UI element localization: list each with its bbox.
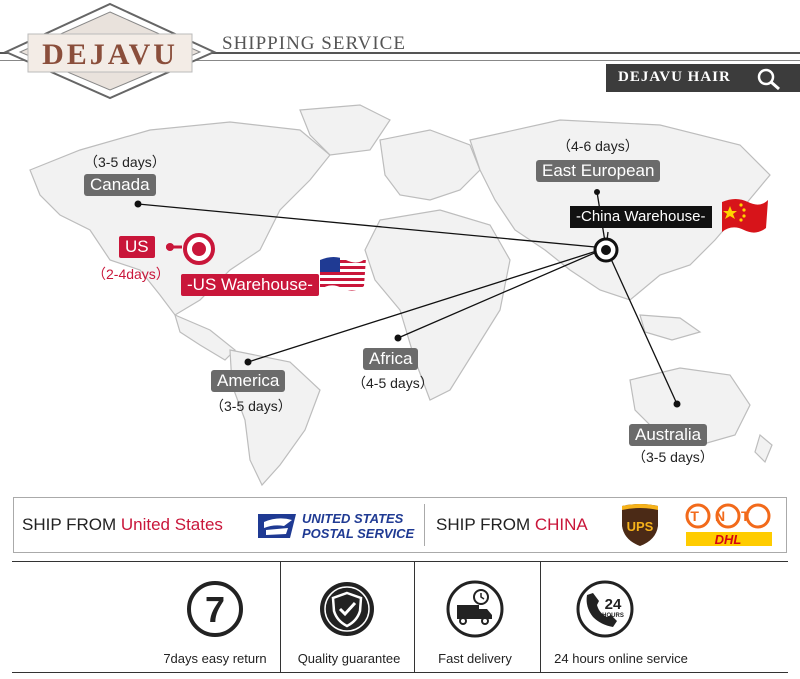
seven-icon: 7: [187, 581, 243, 637]
ups-text: UPS: [627, 519, 654, 534]
logo-badge: DEJAVU: [3, 2, 217, 100]
us-flag-icon: [320, 257, 366, 291]
ship-from-china: SHIP FROM CHINA: [436, 515, 588, 535]
header-rule-top: [0, 52, 800, 54]
tnt-text: TNT: [690, 508, 765, 524]
africa-label: Africa: [363, 348, 419, 370]
east-european-label: East European: [536, 160, 661, 182]
ship-from-china-country: CHINA: [534, 515, 588, 534]
feature-divider: [414, 562, 415, 672]
america-label: America: [211, 370, 286, 392]
hours-glyph: 24: [605, 596, 622, 613]
service-features: 7 7days easy return Quality guarantee Fa…: [12, 561, 788, 673]
us-label: US: [119, 236, 155, 258]
ship-from-us-prefix: SHIP FROM: [22, 515, 121, 534]
usps-line2: POSTAL SERVICE: [302, 526, 415, 541]
canada-days: （3-5 days）: [84, 154, 166, 170]
ship-from-us: SHIP FROM United States: [22, 515, 223, 535]
brand-tab-label: DEJAVU HAIR: [618, 69, 731, 85]
feature-label-delivery: Fast delivery: [438, 651, 512, 666]
brand-tab: DEJAVU HAIR: [606, 64, 800, 92]
usps-logo-icon: UNITED STATES POSTAL SERVICE: [258, 511, 415, 541]
america-days: （3-5 days）: [210, 398, 292, 414]
shipbar-divider: [424, 504, 425, 546]
route-lines: [134, 189, 681, 408]
phone-24-icon: 24 HOURS: [576, 580, 634, 638]
header-rule-bottom: [0, 60, 800, 61]
search-icon: [757, 68, 780, 91]
feature-label-quality: Quality guarantee: [297, 651, 401, 666]
delivery-truck-icon: [446, 580, 504, 638]
australia-days: （3-5 days）: [632, 449, 714, 465]
feature-label-return: 7days easy return: [163, 651, 267, 666]
ship-from-china-prefix: SHIP FROM: [436, 515, 535, 534]
australia-label: Australia: [629, 424, 708, 446]
shipping-carriers-bar: SHIP FROM United States UNITED STATES PO…: [13, 497, 787, 553]
ship-from-us-country: United States: [120, 515, 223, 534]
tnt-dhl-logo-icon: TNT DHL: [685, 503, 772, 547]
china-warehouse-label: -China Warehouse-: [570, 206, 712, 228]
us-days: （2-4days）: [92, 266, 170, 282]
shield-check-icon: [320, 582, 374, 636]
dhl-text: DHL: [715, 532, 742, 547]
logo-text: DEJAVU: [42, 38, 178, 71]
feature-divider: [280, 562, 281, 672]
section-title: SHIPPING SERVICE: [222, 33, 406, 54]
usps-line1: UNITED STATES: [302, 511, 404, 526]
hours-sub-glyph: HOURS: [602, 613, 624, 619]
ups-logo-icon: UPS: [622, 504, 658, 546]
feature-divider: [540, 562, 541, 672]
us-warehouse-label: -US Warehouse-: [181, 274, 319, 296]
seven-glyph: 7: [205, 589, 225, 630]
africa-days: （4-5 days）: [352, 375, 434, 391]
canada-label: Canada: [84, 174, 156, 196]
east-european-days: （4-6 days）: [557, 138, 639, 154]
feature-label-online-service: 24 hours online service: [554, 651, 688, 666]
china-flag-icon: [722, 199, 768, 233]
